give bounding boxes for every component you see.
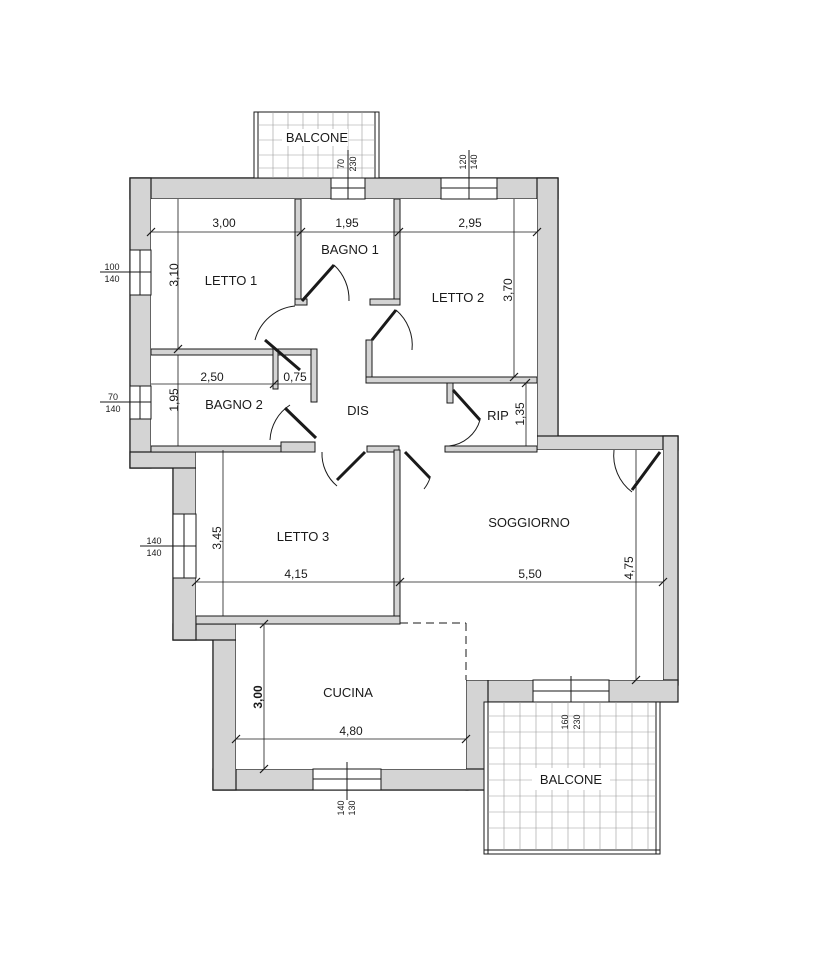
room-label-bagno1: BAGNO 1 bbox=[321, 242, 379, 257]
win-bagno2-h: 140 bbox=[105, 404, 120, 414]
room-label-dis: DIS bbox=[347, 403, 369, 418]
balcony-bottom-tiles bbox=[488, 702, 656, 850]
windows bbox=[100, 150, 610, 800]
win-cucina-w: 140 bbox=[336, 800, 346, 815]
room-label-cucina: CUCINA bbox=[323, 685, 373, 700]
balcony-bottom: BALCONE bbox=[483, 701, 661, 855]
door-entrance bbox=[613, 449, 662, 493]
win-letto2-w: 120 bbox=[458, 154, 468, 169]
door-rip bbox=[448, 388, 482, 447]
room-label-rip: RIP bbox=[487, 408, 509, 423]
window-letto3 bbox=[140, 513, 197, 579]
room-label-soggiorno: SOGGIORNO bbox=[488, 515, 570, 530]
dim-letto1-width: 3,00 bbox=[212, 216, 236, 230]
win-letto1-w: 100 bbox=[104, 262, 119, 272]
win-soggiorno-w: 160 bbox=[560, 714, 570, 729]
win-letto2-h: 140 bbox=[469, 154, 479, 169]
door-letto2 bbox=[370, 309, 413, 351]
dim-wc-width: 0,75 bbox=[283, 370, 307, 384]
win-balcony-top-w: 70 bbox=[336, 159, 346, 169]
win-letto3-h: 140 bbox=[146, 548, 161, 558]
doors bbox=[254, 264, 662, 493]
room-label-letto1: LETTO 1 bbox=[205, 273, 258, 288]
window-bagno2 bbox=[100, 385, 152, 420]
window-cucina bbox=[312, 762, 382, 800]
dim-bagno1-width: 1,95 bbox=[335, 216, 359, 230]
door-letto3 bbox=[321, 450, 367, 487]
room-label-letto3: LETTO 3 bbox=[277, 529, 330, 544]
win-bagno2-w: 70 bbox=[108, 392, 118, 402]
balcony-top: BALCONE bbox=[253, 111, 380, 179]
dim-cucina-width: 4,80 bbox=[339, 724, 363, 738]
dim-letto2-width: 2,95 bbox=[458, 216, 482, 230]
interior-walls bbox=[150, 198, 538, 625]
balcony-bottom-label: BALCONE bbox=[540, 772, 602, 787]
dim-rip-depth: 1,35 bbox=[513, 402, 527, 426]
window-letto1 bbox=[100, 249, 152, 296]
dim-soggiorno-depth: 4,75 bbox=[622, 556, 636, 580]
dim-letto3-width: 4,15 bbox=[284, 567, 308, 581]
window-size-labels: 70 230 120 140 100 140 70 140 140 140 16… bbox=[104, 154, 582, 815]
dim-letto2-depth: 3,70 bbox=[501, 278, 515, 302]
win-letto1-h: 140 bbox=[104, 274, 119, 284]
dim-bagno2-depth: 1,95 bbox=[167, 388, 181, 412]
win-cucina-h: 130 bbox=[347, 800, 357, 815]
kitchen-opening bbox=[400, 622, 467, 680]
win-soggiorno-h: 230 bbox=[572, 714, 582, 729]
win-balcony-top-h: 230 bbox=[348, 156, 358, 171]
room-label-bagno2: BAGNO 2 bbox=[205, 397, 263, 412]
door-soggiorno bbox=[403, 450, 432, 490]
dim-letto1-depth: 3,10 bbox=[167, 263, 181, 287]
room-label-letto2: LETTO 2 bbox=[432, 290, 485, 305]
window-letto2 bbox=[440, 150, 498, 200]
dim-cucina-depth: 3,00 bbox=[251, 685, 265, 709]
window-balcony-top bbox=[330, 150, 366, 200]
dimension-lines bbox=[146, 199, 668, 774]
win-letto3-w: 140 bbox=[146, 536, 161, 546]
room-labels: LETTO 1 BAGNO 1 LETTO 2 BAGNO 2 DIS RIP … bbox=[205, 242, 570, 700]
dimension-labels: 3,00 1,95 2,95 3,10 3,70 2,50 0,75 1,95 … bbox=[167, 216, 636, 738]
door-letto1 bbox=[254, 305, 301, 372]
balcony-top-label: BALCONE bbox=[286, 130, 348, 145]
door-bagno1 bbox=[300, 264, 350, 302]
door-bagno2 bbox=[269, 404, 318, 441]
dim-letto3-depth: 3,45 bbox=[210, 526, 224, 550]
dim-bagno2-width: 2,50 bbox=[200, 370, 224, 384]
dim-soggiorno-width: 5,50 bbox=[518, 567, 542, 581]
